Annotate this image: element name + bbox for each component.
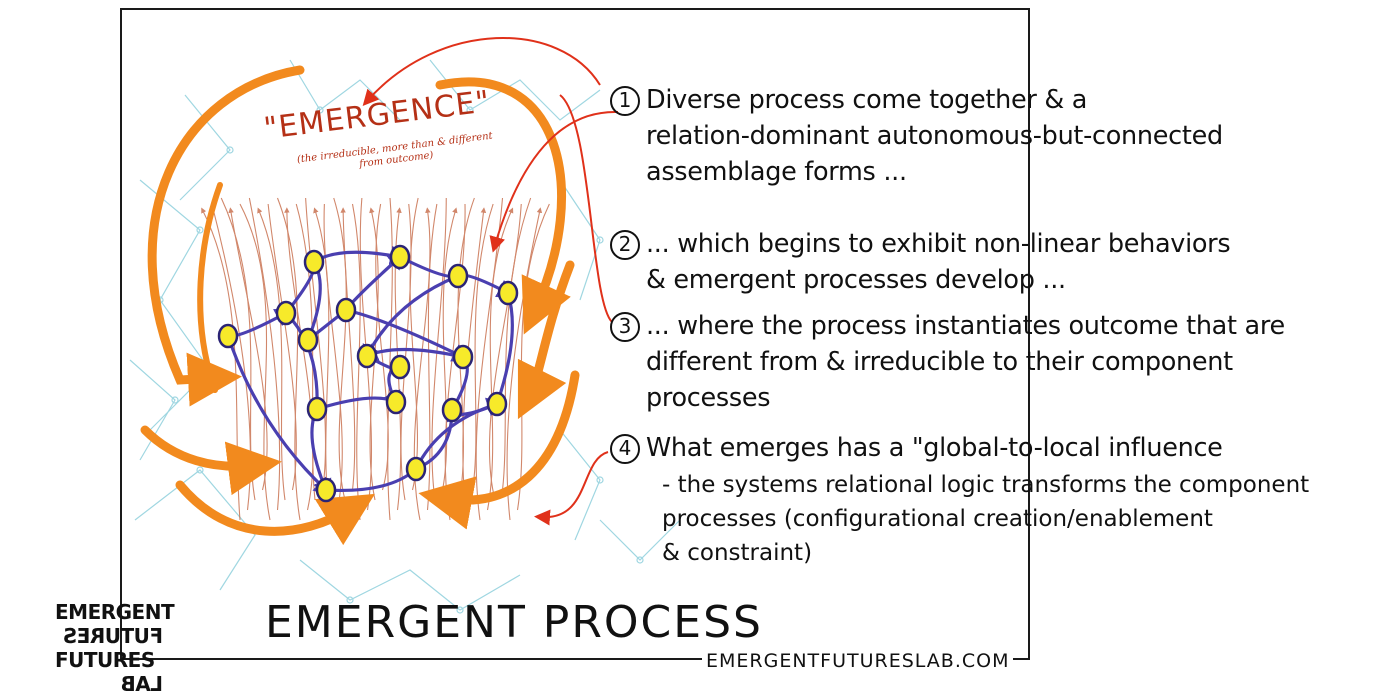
step-2-number: 2 [610, 230, 640, 260]
flow-line [441, 207, 458, 491]
flow-line [471, 203, 494, 491]
flow-line [426, 203, 438, 511]
site-url: EMERGENTFUTURESLAB.COM [702, 650, 1014, 672]
step-3-text: ... where the process instantiates outco… [646, 311, 1285, 413]
process-node [385, 389, 407, 415]
flow-line [257, 207, 286, 501]
step-4-number: 4 [610, 434, 640, 464]
logo-line-1: EMERGENT [55, 600, 175, 624]
process-node [217, 323, 239, 349]
flow-line [267, 203, 297, 491]
flow-line [284, 207, 314, 511]
flow-line [506, 207, 543, 521]
diagram-title: EMERGENT PROCESS [265, 597, 763, 648]
step-4-subtext: - the systems relational logic transform… [662, 472, 1310, 566]
flow-line [295, 203, 316, 501]
process-node [389, 354, 411, 380]
process-node [441, 397, 463, 423]
logo-line-4-mirrored: LAB [121, 672, 163, 696]
node-link [362, 274, 459, 365]
flow-line [488, 203, 522, 501]
flow-line [276, 197, 301, 521]
logo-line-2-mirrored: FUTURES [63, 624, 163, 648]
flow-line [387, 197, 393, 521]
flow-line [323, 203, 343, 511]
flow-line [333, 197, 347, 501]
process-node [447, 263, 469, 289]
node-link [313, 245, 410, 265]
orange-feedback-arrows [140, 65, 580, 546]
process-node [452, 344, 474, 370]
process-node [356, 343, 378, 369]
process-node [275, 300, 297, 326]
red-pointer-arrows [362, 37, 619, 526]
node-link [226, 335, 333, 497]
step-2-text: ... which begins to exhibit non-linear b… [646, 229, 1231, 295]
process-node [335, 297, 357, 323]
process-node [315, 477, 337, 503]
logo-line-3: FUTURES [55, 648, 155, 672]
flow-line [375, 203, 389, 491]
emergent-process-diagram [129, 37, 681, 614]
flow-line [501, 197, 532, 491]
step-3-number: 3 [610, 312, 640, 342]
process-node [405, 456, 427, 482]
process-nodes [217, 244, 519, 503]
step-1-number: 1 [610, 86, 640, 116]
process-node [306, 396, 328, 422]
flow-line [305, 197, 327, 491]
process-node [297, 327, 319, 353]
node-link [495, 292, 514, 405]
process-node [303, 249, 325, 275]
step-4-text: What emerges has a "global-to-local infl… [646, 433, 1223, 463]
emergent-futures-lab-logo: EMERGENT FUTURES FUTURES LAB [55, 600, 175, 696]
flow-line [340, 207, 356, 491]
step-1-text: Diverse process come together & a relati… [646, 85, 1223, 187]
illustration-frame [120, 8, 1030, 660]
flow-line [228, 207, 268, 491]
process-node [486, 391, 508, 417]
process-node [497, 280, 519, 306]
flow-line [431, 197, 447, 501]
process-node [389, 244, 411, 270]
node-link [316, 396, 397, 411]
